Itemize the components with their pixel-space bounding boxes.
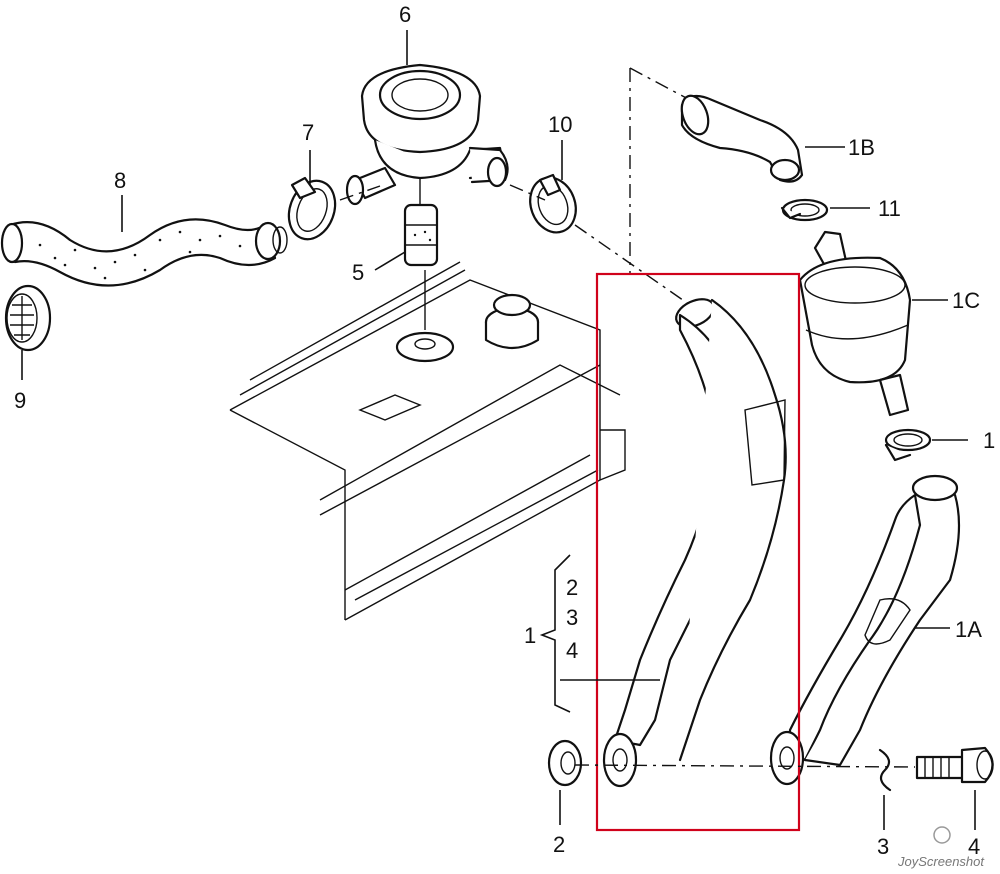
hose-clamp-11 [780, 198, 829, 222]
label-10: 10 [548, 112, 572, 137]
label-6: 6 [399, 2, 411, 27]
hose-clamp-1 [884, 428, 932, 462]
label-2-bottom: 2 [553, 832, 565, 857]
breather-hose-8 [0, 218, 288, 287]
label-9: 9 [14, 388, 26, 413]
seal-part-9 [4, 284, 52, 352]
label-1-right: 1 [983, 428, 995, 453]
label-2: 2 [566, 575, 578, 600]
hose-clamp-10 [529, 173, 577, 234]
label-1c: 1C [952, 288, 980, 313]
hose-1a [769, 474, 961, 786]
label-1b: 1B [848, 135, 875, 160]
label-11: 11 [878, 196, 901, 221]
highlight-box [595, 272, 801, 832]
hose-1 [602, 298, 787, 788]
label-5: 5 [352, 260, 364, 285]
bolt-4 [915, 746, 994, 784]
label-1a: 1A [955, 617, 982, 642]
hose-1b [680, 94, 804, 183]
label-3-bottom: 3 [877, 834, 889, 859]
washer-2 [547, 739, 583, 787]
label-7: 7 [302, 120, 314, 145]
hose-clamp-7 [287, 176, 337, 241]
pressure-regulating-valve [345, 63, 509, 206]
oil-filler-cap [484, 293, 540, 350]
watermark: JoyScreenshot [897, 826, 985, 869]
label-3: 3 [566, 605, 578, 630]
label-4-bottom: 4 [968, 834, 980, 859]
grommet [395, 331, 455, 363]
oil-separator-1c [798, 230, 912, 417]
label-1: 1 [524, 623, 536, 648]
engine-cover [229, 261, 626, 621]
spring-washer-3 [878, 748, 892, 792]
label-4: 4 [566, 638, 578, 663]
watermark-text: JoyScreenshot [897, 854, 985, 869]
label-8: 8 [114, 168, 126, 193]
damper-part-5 [403, 203, 439, 267]
